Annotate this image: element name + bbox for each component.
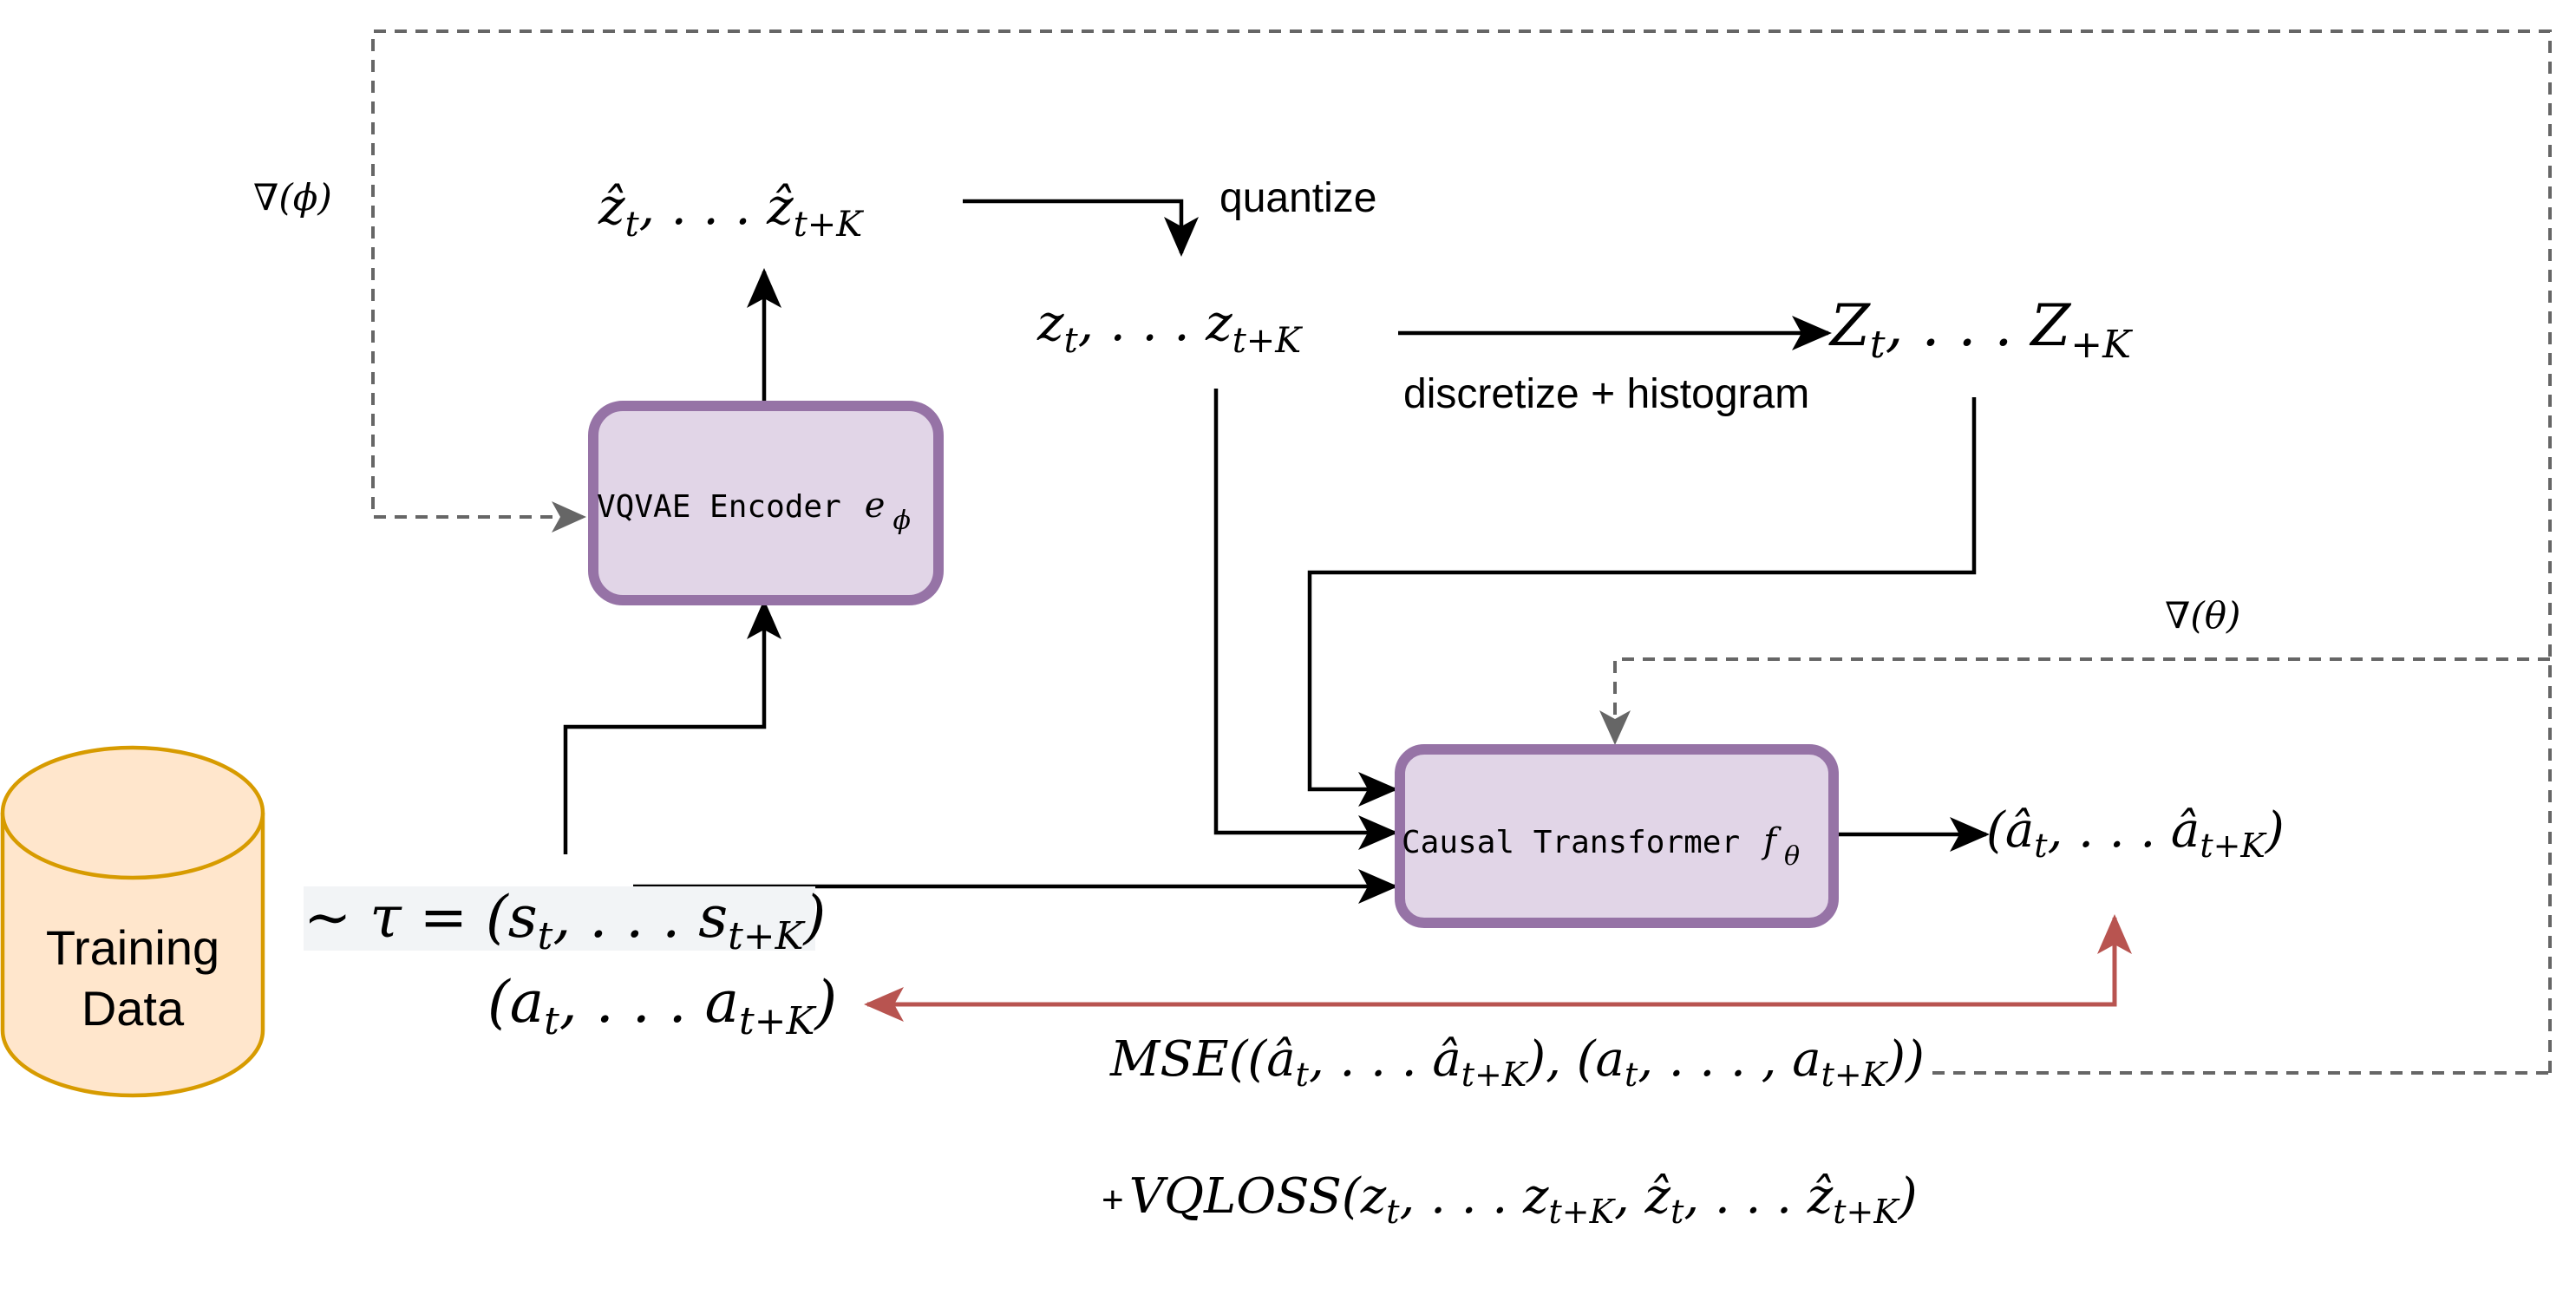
- training-data-cylinder: Training Data: [0, 745, 265, 1098]
- encoder-subscript: ϕ: [892, 506, 910, 536]
- gradient-theta-label: ∇(θ): [2165, 594, 2240, 637]
- quantize-label: quantize: [1219, 175, 1376, 221]
- Z-sequence: Zt, . . . Z+K: [1828, 292, 2133, 367]
- gradient-phi-path: [371, 29, 2552, 1073]
- vqloss-formula: +VQLOSS(zt, . . . zt+K, ẑt, . . . ẑt+K): [1102, 1168, 1918, 1231]
- discretize-histogram-label: discretize + histogram: [1403, 371, 1809, 417]
- causal-transformer-box: Causal Transformer f θ: [1395, 744, 1839, 928]
- arrow-z-to-transformer: [1213, 389, 1398, 850]
- z-hat-sequence: ẑt, . . . ẑt+K: [598, 177, 864, 245]
- transformer-subscript: θ: [1784, 841, 1800, 872]
- arrow-Z-to-transformer: [1307, 397, 1977, 807]
- tau-highlight: [304, 886, 815, 951]
- svg-text:VQVAE Encoder e ϕ: VQVAE Encoder e ϕ: [597, 486, 911, 536]
- a-hat-sequence: (ât, . . . ât+K): [1986, 802, 2285, 865]
- arrow-quantize: [963, 199, 1199, 257]
- vqvae-encoder-box: VQVAE Encoder e ϕ: [588, 401, 944, 605]
- z-sequence: zt, . . . zt+K: [1036, 293, 1303, 361]
- action-sequence: (at, . . . at+K): [487, 969, 837, 1043]
- arrow-data-to-encoder: [563, 599, 781, 854]
- gradient-theta-path: [1615, 657, 2550, 1075]
- svg-text:Causal Transformer f: Causal Transformer f θ: [1402, 821, 1800, 872]
- mse-loss-formula: MSE((ât, . . . ât+K), (at, . . . , at+K)…: [1109, 1031, 1925, 1094]
- training-data-label-line1: Training: [46, 920, 219, 975]
- transformer-symbol: f: [1761, 821, 1782, 861]
- arrow-mse-loss: [864, 918, 2117, 1022]
- transformer-label: Causal Transformer: [1402, 825, 1740, 860]
- training-data-label-line2: Data: [82, 981, 185, 1036]
- tau-state-sequence: ∼ τ = (st, . . . st+K): [304, 884, 826, 958]
- gradient-phi-label: ∇(ϕ): [253, 176, 332, 219]
- encoder-label: VQVAE Encoder: [597, 489, 841, 525]
- encoder-symbol: e: [865, 486, 886, 526]
